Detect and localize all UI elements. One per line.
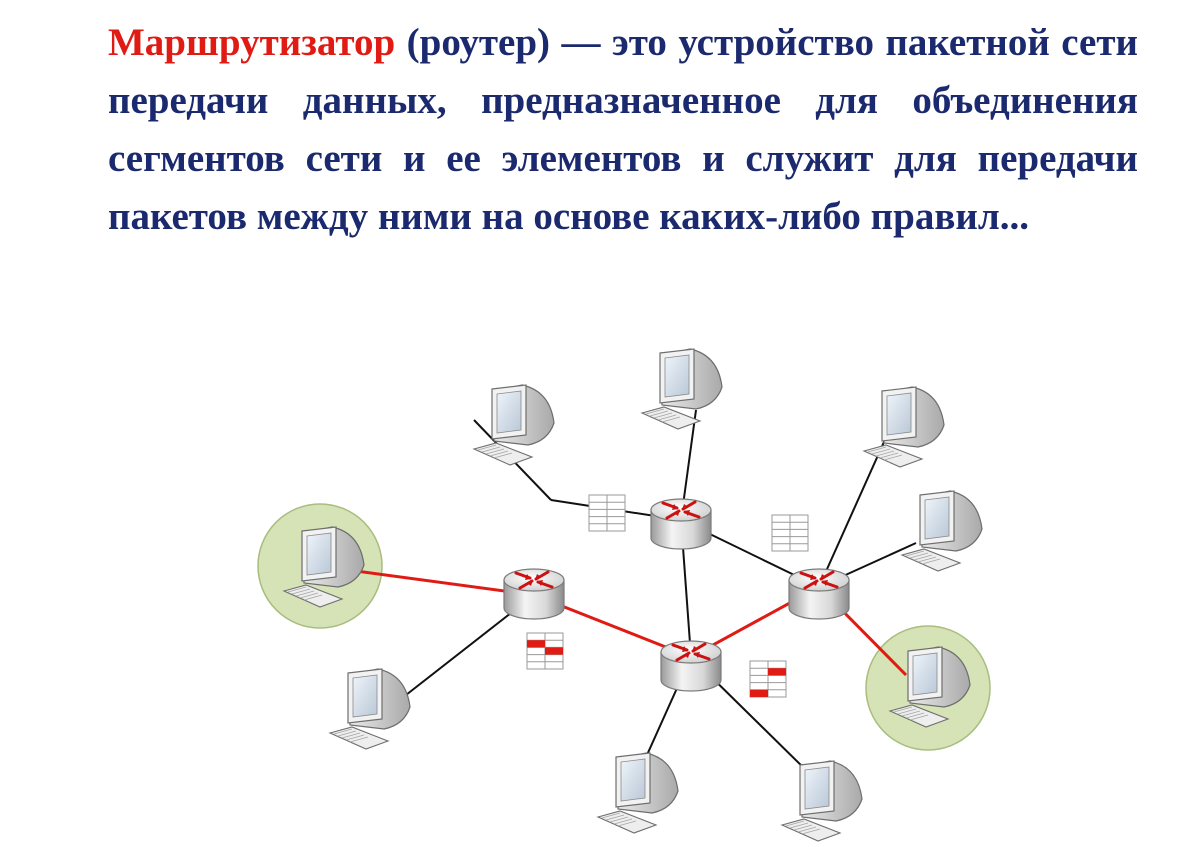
router-icon <box>787 567 851 621</box>
routing-table-icon <box>526 632 564 670</box>
computer-icon <box>641 348 723 430</box>
computer-icon <box>781 760 863 842</box>
routing-table-icon <box>588 494 626 532</box>
router-icon <box>502 567 566 621</box>
computer-icon <box>901 490 983 572</box>
router-icon <box>659 639 723 693</box>
network-diagram <box>256 345 992 845</box>
network-diagram-svg <box>257 348 991 842</box>
definition-text: Маршрутизатор (роутер) — это устройство … <box>108 14 1138 246</box>
definition-term: Маршрутизатор <box>108 21 396 64</box>
computer-icon <box>597 752 679 834</box>
routing-table-icon <box>771 514 809 552</box>
computer-icon <box>863 386 945 468</box>
definition-body: (роутер) — это устройство пакетной сети … <box>108 21 1138 238</box>
routing-table-icon <box>749 660 787 698</box>
router-icon <box>649 497 713 551</box>
computer-icon <box>473 384 555 466</box>
computer-icon <box>329 668 411 750</box>
